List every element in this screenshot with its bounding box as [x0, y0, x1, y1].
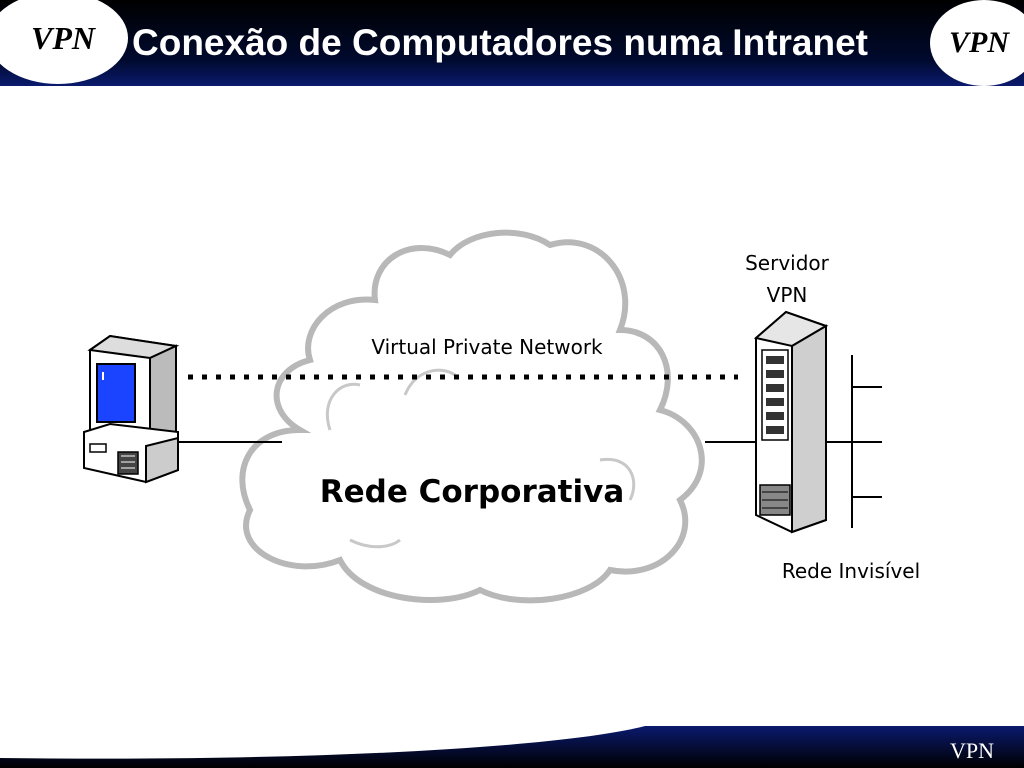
footer-vpn-label: VPN [950, 738, 995, 763]
header-bar [0, 0, 1024, 86]
network-label: Rede Invisível [782, 559, 920, 583]
cloud-caption: Virtual Private Network [371, 335, 603, 359]
slide-title: Conexão de Computadores numa Intranet [132, 22, 868, 63]
vpn-logo-right: VPN [930, 0, 1024, 86]
footer-wave [0, 726, 1024, 768]
server-label-line1: Servidor [745, 251, 830, 275]
vpn-logo-right-text: VPN [949, 26, 1009, 59]
vpn-logo-left-text: VPN [31, 19, 95, 56]
invisible-network-bus [826, 355, 882, 528]
vpn-server-icon [753, 310, 829, 534]
server-label-line2: VPN [767, 283, 808, 307]
cloud-shape [239, 229, 705, 604]
client-computer-icon [83, 334, 180, 484]
vpn-logo-left: VPN [0, 0, 128, 84]
cloud-label: Rede Corporativa [320, 474, 625, 510]
cloud-inner-lines [325, 368, 636, 549]
